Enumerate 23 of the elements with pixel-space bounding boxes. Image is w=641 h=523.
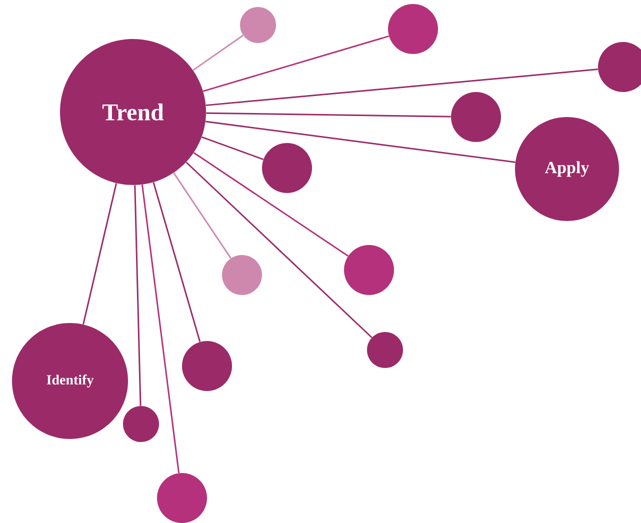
connector-line (206, 68, 598, 106)
connector-line (202, 35, 390, 92)
dot-circle (451, 92, 501, 142)
connector-line (141, 184, 180, 474)
connector-line (192, 34, 244, 71)
dot-circle (182, 341, 232, 391)
dot-circle (344, 245, 394, 295)
connector-line (134, 185, 142, 406)
connector-line (186, 162, 372, 338)
connector-line (173, 172, 232, 259)
connector-line (193, 152, 348, 257)
connector-line (202, 136, 264, 160)
dot-circle (262, 143, 312, 193)
dot-circle (222, 255, 262, 295)
dot-circle (367, 332, 403, 368)
connector-line (206, 112, 451, 118)
dot-circle (157, 473, 207, 523)
connector-line (152, 182, 201, 342)
connector-line (82, 183, 118, 325)
dot-circle (123, 406, 159, 442)
connector-line (205, 120, 516, 163)
dot-circle (388, 4, 438, 54)
dot-circle (240, 7, 276, 43)
